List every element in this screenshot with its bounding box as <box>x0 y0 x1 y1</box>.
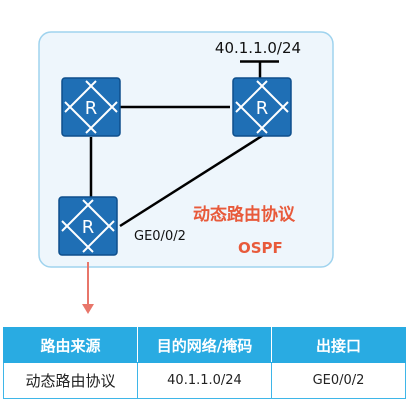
arrow-down-icon <box>82 262 94 314</box>
network-topology-diagram: 40.1.1.0/24 R R R GE0/0/2 动态路由协议 OSPF <box>38 31 334 314</box>
cell-outbound-interface: GE0/0/2 <box>271 362 406 399</box>
header-destination-mask: 目的网络/掩码 <box>137 327 272 363</box>
header-route-source: 路由来源 <box>3 327 138 363</box>
cell-destination-mask: 40.1.1.0/24 <box>137 362 272 399</box>
router-glyph: R <box>256 98 269 119</box>
network-label: 40.1.1.0/24 <box>215 39 301 57</box>
interface-label: GE0/0/2 <box>134 229 186 244</box>
cell-route-source: 动态路由协议 <box>3 362 138 399</box>
router-top-right: R <box>232 77 292 137</box>
router-bottom-left: R <box>58 196 118 256</box>
protocol-name: OSPF <box>238 239 283 257</box>
protocol-title: 动态路由协议 <box>193 204 296 225</box>
router-glyph: R <box>85 98 98 119</box>
link-router-bl-tr <box>119 132 266 228</box>
router-top-left: R <box>61 77 121 137</box>
header-outbound-interface: 出接口 <box>271 327 406 363</box>
route-table: 路由来源 目的网络/掩码 出接口 动态路由协议 40.1.1.0/24 GE0/… <box>3 327 406 399</box>
table-row: 动态路由协议 40.1.1.0/24 GE0/0/2 <box>3 362 406 399</box>
router-glyph: R <box>82 217 95 238</box>
route-table-header-row: 路由来源 目的网络/掩码 出接口 <box>3 327 406 363</box>
